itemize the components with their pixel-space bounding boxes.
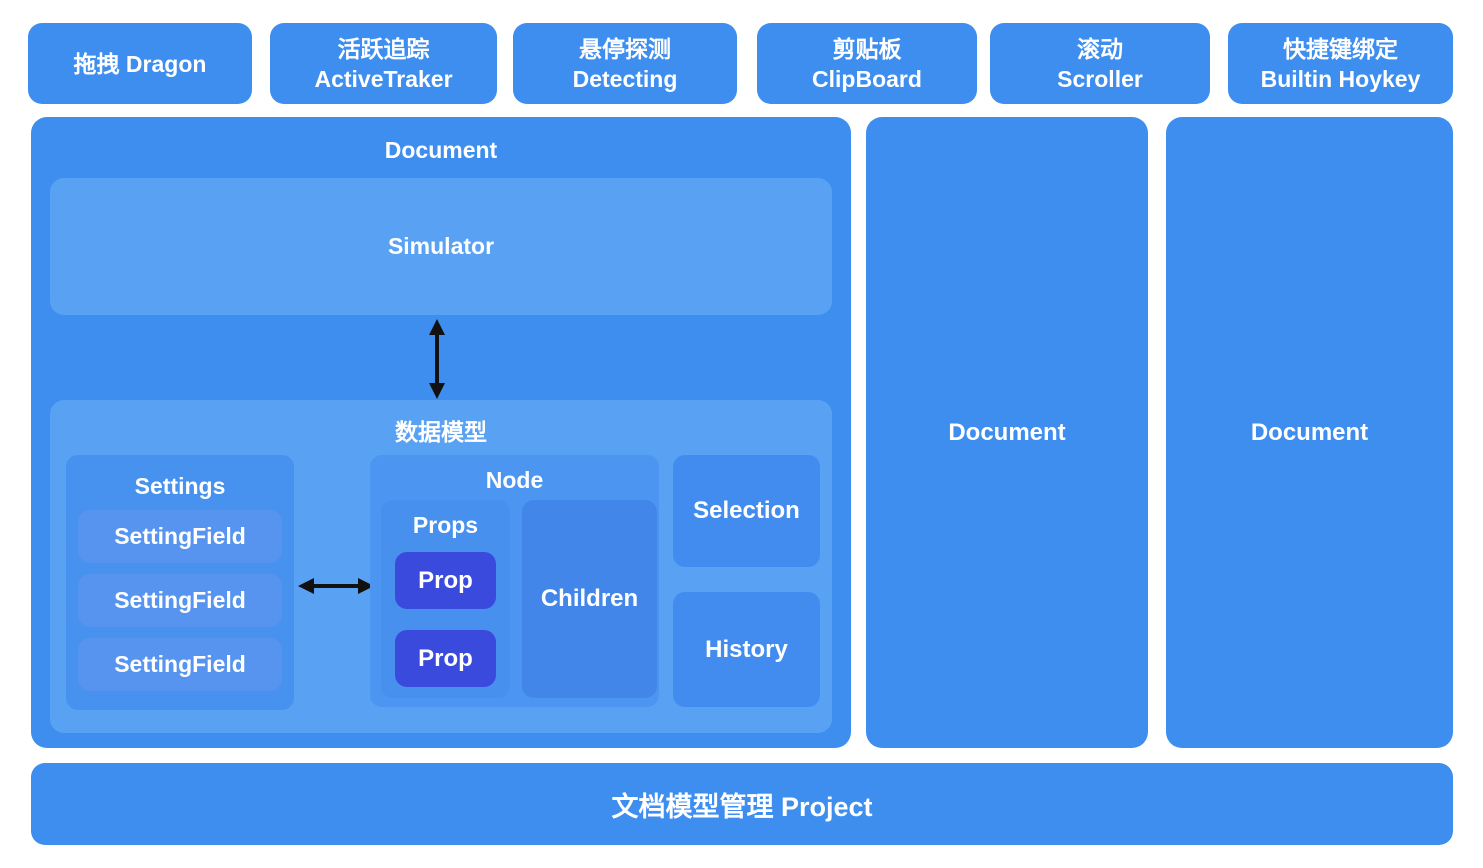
vertical-double-arrow-icon [429,319,445,399]
history-label: History [705,635,788,663]
setting-field-label: SettingField [114,523,246,549]
module-scroller: 滚动 Scroller [990,23,1210,104]
module-builtin-hotkey-label-zh: 快捷键绑定 [1283,35,1398,62]
project-bar-label: 文档模型管理 Project [611,791,873,822]
simulator-label: Simulator [387,233,495,259]
module-detecting: 悬停探测 Detecting [513,23,737,104]
module-scroller-label-zh: 滚动 [1077,35,1123,62]
settings-box: Settings SettingField SettingField Setti… [66,455,294,710]
setting-field-box: SettingField [78,638,282,691]
node-box: Node Props Prop Prop Children [370,455,659,707]
prop-label: Prop [418,644,473,672]
children-label: Children [540,585,639,612]
document-panel-right: Document [1166,117,1453,748]
module-active-tracker: 活跃追踪 ActiveTraker [270,23,497,104]
prop-box: Prop [395,552,496,609]
module-detecting-label-en: Detecting [572,65,678,92]
node-title: Node [485,467,544,493]
prop-box: Prop [395,630,496,687]
module-clipboard: 剪贴板 ClipBoard [757,23,977,104]
module-dragon: 拖拽 Dragon [28,23,252,104]
module-active-tracker-label-zh: 活跃追踪 [337,35,430,62]
settings-title: Settings [134,473,226,499]
module-dragon-label: 拖拽 Dragon [73,50,207,77]
module-active-tracker-label-en: ActiveTraker [314,65,453,92]
simulator-box: Simulator [50,178,832,315]
history-box: History [673,592,820,707]
module-detecting-label-zh: 悬停探测 [579,35,671,62]
prop-label: Prop [418,566,473,594]
project-bar: 文档模型管理 Project [31,763,1453,845]
module-clipboard-label-zh: 剪贴板 [832,35,902,62]
setting-field-label: SettingField [114,587,246,613]
document-right-label: Document [1250,418,1369,446]
props-box: Props Prop Prop [381,500,510,698]
document-panel-left: Document Simulator 数据模型 Settings Setting… [31,117,851,748]
data-model-title: 数据模型 [395,419,487,445]
selection-box: Selection [673,455,820,567]
module-builtin-hotkey: 快捷键绑定 Builtin Hoykey [1228,23,1453,104]
document-panel-mid: Document [866,117,1148,748]
document-left-title: Document [384,137,498,163]
horizontal-double-arrow-icon [298,578,374,594]
module-scroller-label-en: Scroller [1057,65,1143,92]
setting-field-box: SettingField [78,574,282,627]
module-builtin-hotkey-label-en: Builtin Hoykey [1260,65,1421,92]
props-title: Props [412,512,479,538]
module-clipboard-label-en: ClipBoard [812,65,922,92]
setting-field-box: SettingField [78,510,282,563]
document-mid-label: Document [948,418,1066,446]
data-model-panel: 数据模型 Settings SettingField SettingField … [50,400,832,733]
children-box: Children [522,500,657,698]
selection-label: Selection [693,497,800,524]
setting-field-label: SettingField [114,651,246,677]
